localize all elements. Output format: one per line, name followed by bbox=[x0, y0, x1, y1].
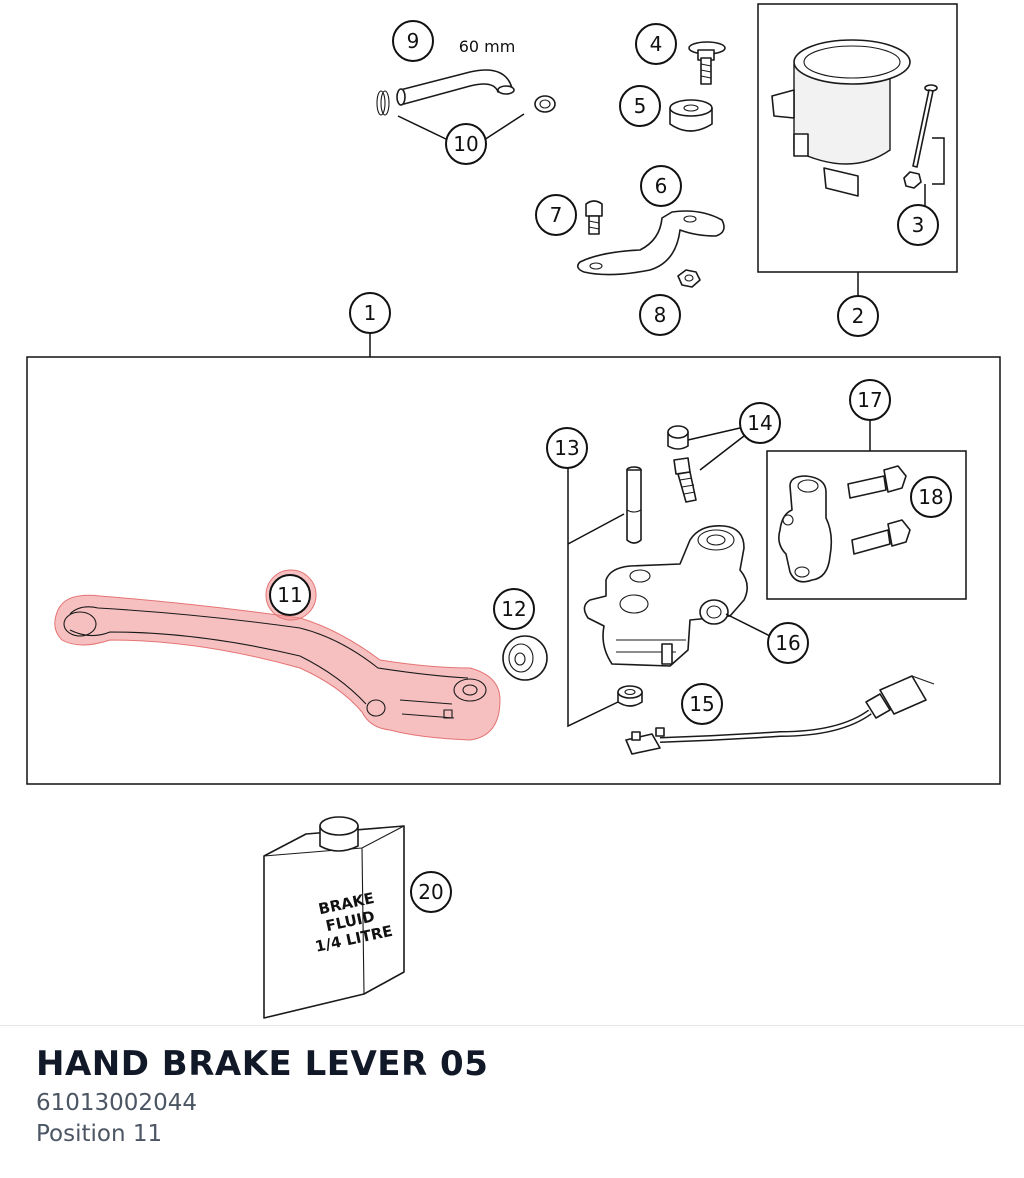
callout-5[interactable]: 5 bbox=[619, 85, 661, 127]
part-4-screw[interactable] bbox=[688, 41, 726, 85]
part-13-pin[interactable] bbox=[626, 466, 642, 544]
callout-20[interactable]: 20 bbox=[410, 871, 452, 913]
callout-7[interactable]: 7 bbox=[535, 194, 577, 236]
callout-3[interactable]: 3 bbox=[897, 204, 939, 246]
callout-2[interactable]: 2 bbox=[837, 295, 879, 337]
callout-8[interactable]: 8 bbox=[639, 294, 681, 336]
callout-17-label: 17 bbox=[857, 388, 882, 412]
part-10-clamps[interactable] bbox=[376, 90, 556, 116]
callout-20-label: 20 bbox=[418, 880, 443, 904]
exploded-parts-diagram: 60 mm bbox=[26, 3, 1001, 1019]
master-cylinder-body[interactable] bbox=[583, 524, 748, 667]
callout-6[interactable]: 6 bbox=[640, 165, 682, 207]
callout-13-label: 13 bbox=[554, 436, 579, 460]
part-6-bracket[interactable] bbox=[576, 210, 725, 276]
callout-8-label: 8 bbox=[654, 303, 667, 327]
callout-6-label: 6 bbox=[655, 174, 668, 198]
callout-4[interactable]: 4 bbox=[635, 23, 677, 65]
hose-length-label: 60 mm bbox=[459, 37, 516, 56]
part-5-grommet[interactable] bbox=[669, 99, 713, 132]
callout-10[interactable]: 10 bbox=[445, 123, 487, 165]
callout-9-label: 9 bbox=[407, 29, 420, 53]
callout-11[interactable]: 11 bbox=[269, 574, 311, 616]
part-14-fittings[interactable] bbox=[667, 425, 697, 503]
part-title: HAND BRAKE LEVER 05 bbox=[36, 1044, 489, 1084]
callout-18-label: 18 bbox=[918, 485, 943, 509]
part-3-fastener[interactable] bbox=[903, 84, 938, 189]
part-2-reservoir[interactable] bbox=[771, 39, 911, 197]
part-16-switch[interactable] bbox=[699, 599, 729, 625]
callout-5-label: 5 bbox=[634, 94, 647, 118]
callout-15[interactable]: 15 bbox=[681, 683, 723, 725]
callout-18[interactable]: 18 bbox=[910, 476, 952, 518]
part-1-assembly-box bbox=[26, 356, 1001, 785]
part-13-bushing[interactable] bbox=[617, 685, 643, 707]
callout-13[interactable]: 13 bbox=[546, 427, 588, 469]
callout-7-label: 7 bbox=[550, 203, 563, 227]
callout-10-label: 10 bbox=[453, 132, 478, 156]
part-7-screw[interactable] bbox=[585, 200, 603, 235]
callout-16[interactable]: 16 bbox=[767, 622, 809, 664]
callout-14-label: 14 bbox=[747, 411, 772, 435]
part-17-box bbox=[766, 450, 967, 600]
part-8-nut[interactable] bbox=[677, 269, 701, 288]
callout-16-label: 16 bbox=[775, 631, 800, 655]
part-18-bolts[interactable] bbox=[847, 465, 911, 555]
part-17-clamp[interactable] bbox=[778, 475, 833, 583]
part-15-cable[interactable] bbox=[625, 675, 935, 755]
callout-1-label: 1 bbox=[364, 301, 377, 325]
callout-17[interactable]: 17 bbox=[849, 379, 891, 421]
callout-15-label: 15 bbox=[689, 692, 714, 716]
callout-1[interactable]: 1 bbox=[349, 292, 391, 334]
callout-9[interactable]: 9 bbox=[392, 20, 434, 62]
part-info-panel: HAND BRAKE LEVER 05 61013002044 Position… bbox=[0, 1025, 1024, 1178]
part-12-seal[interactable] bbox=[502, 635, 548, 681]
part-position: Position 11 bbox=[36, 1121, 163, 1147]
callout-12[interactable]: 12 bbox=[493, 588, 535, 630]
part-number: 61013002044 bbox=[36, 1090, 197, 1116]
callout-3-label: 3 bbox=[912, 213, 925, 237]
part-20-brake-fluid-bottle[interactable] bbox=[263, 816, 405, 1019]
callout-2-label: 2 bbox=[852, 304, 865, 328]
callout-12-label: 12 bbox=[501, 597, 526, 621]
callout-4-label: 4 bbox=[650, 32, 663, 56]
callout-11-label: 11 bbox=[277, 583, 302, 607]
part-9-hose[interactable] bbox=[396, 69, 515, 106]
callout-14[interactable]: 14 bbox=[739, 402, 781, 444]
